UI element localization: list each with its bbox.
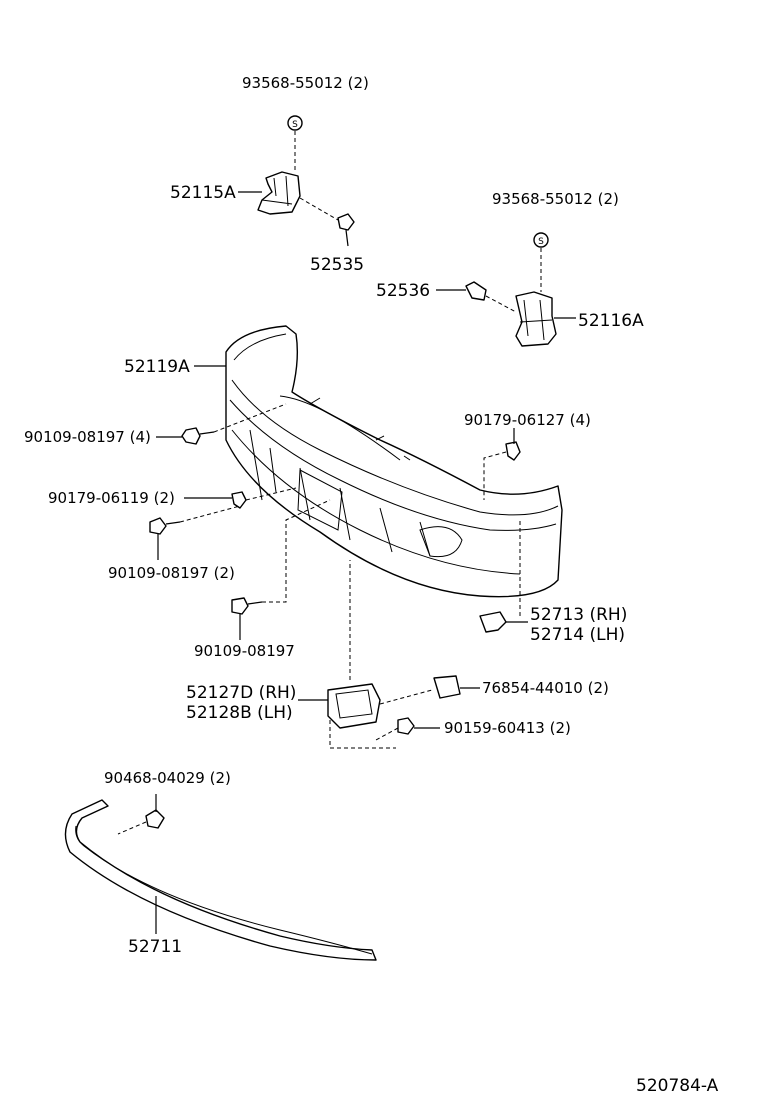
clip-76854 bbox=[433, 675, 480, 699]
label-90109-4: 90109-08197 (4) bbox=[24, 428, 151, 446]
clip-90179-06119 bbox=[184, 487, 297, 509]
label-90179-06127: 90179-06127 (4) bbox=[464, 411, 591, 429]
label-52714: 52714 (LH) bbox=[530, 625, 625, 645]
label-52128B: 52128B (LH) bbox=[186, 703, 293, 723]
label-52115A: 52115A bbox=[170, 183, 236, 203]
clip-90179-06127 bbox=[483, 428, 521, 500]
label-90109-2: 90109-08197 (2) bbox=[108, 564, 235, 582]
label-52119A: 52119A bbox=[124, 357, 190, 377]
label-90109-single: 90109-08197 bbox=[194, 642, 295, 660]
sealer-symbol-right: S bbox=[538, 237, 544, 247]
bracket-52115A: S bbox=[238, 115, 355, 247]
label-52536: 52536 bbox=[376, 281, 430, 301]
bracket-52116A: S bbox=[436, 232, 576, 347]
fog-cover-52127D bbox=[298, 560, 433, 749]
sealer-icon-right bbox=[533, 232, 549, 248]
diagram-id: 520784-A bbox=[636, 1076, 719, 1096]
label-90468: 90468-04029 (2) bbox=[104, 769, 231, 787]
bolt-90109-single bbox=[231, 499, 331, 640]
bolt-90109-4 bbox=[156, 403, 287, 445]
label-76854: 76854-44010 (2) bbox=[482, 679, 609, 697]
sealer-symbol: S bbox=[292, 120, 298, 130]
bolt-90109-2 bbox=[149, 505, 241, 560]
label-52535: 52535 bbox=[310, 255, 364, 275]
molding-52711 bbox=[64, 794, 377, 961]
label-52713: 52713 (RH) bbox=[530, 605, 627, 625]
label-90159: 90159-60413 (2) bbox=[444, 719, 571, 737]
bracket-52713 bbox=[479, 520, 528, 633]
label-93568-top: 93568-55012 (2) bbox=[242, 74, 369, 92]
sealer-icon bbox=[287, 115, 303, 131]
label-52711: 52711 bbox=[128, 937, 182, 957]
label-90179-06119: 90179-06119 (2) bbox=[48, 489, 175, 507]
label-52127D: 52127D (RH) bbox=[186, 683, 296, 703]
screw-90159 bbox=[375, 717, 440, 741]
label-52116A: 52116A bbox=[578, 311, 644, 331]
bumper-cover-52119A bbox=[194, 325, 563, 598]
label-93568-right: 93568-55012 (2) bbox=[492, 190, 619, 208]
